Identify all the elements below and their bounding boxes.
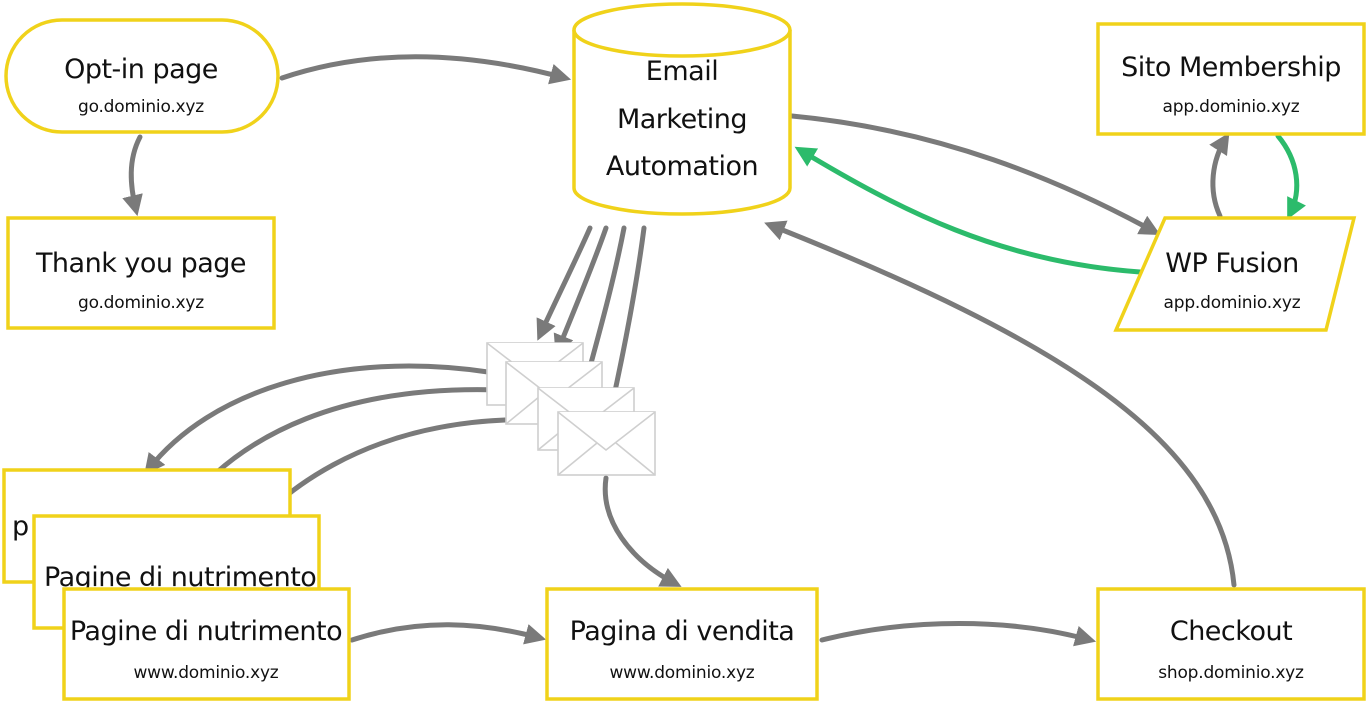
node-thank-you-page: Thank you page go.dominio.xyz — [6, 216, 276, 330]
checkout-subtitle: shop.dominio.xyz — [1158, 663, 1304, 683]
node-nurture-page: Pagine di nutrimento www.dominio.xyz — [62, 587, 351, 701]
arrow-ema-to-envelope-4 — [604, 225, 647, 412]
nurture-subtitle: www.dominio.xyz — [133, 663, 278, 683]
ema-line1: Email — [646, 56, 718, 87]
arrow-wpfusion-to-membership — [1209, 132, 1230, 219]
arrow-checkout-to-ema — [764, 220, 1237, 588]
ema-line2: Marketing — [617, 104, 747, 135]
arrow-sales-to-checkout — [819, 621, 1097, 647]
arrow-ema-to-envelope-1 — [536, 225, 593, 341]
nurture-back1-title: p — [12, 511, 29, 542]
node-checkout: Checkout shop.dominio.xyz — [1096, 587, 1366, 701]
envelope-stack — [486, 342, 656, 476]
arrow-ema-to-envelope-2 — [553, 225, 609, 356]
arrow-wpfusion-to-ema — [794, 146, 1143, 275]
arrow-optin-to-ema — [279, 54, 572, 85]
membership-subtitle: app.dominio.xyz — [1163, 97, 1300, 117]
wpfusion-title: WP Fusion — [1165, 248, 1298, 279]
arrow-optin-to-thankyou — [122, 134, 143, 217]
sales-subtitle: www.dominio.xyz — [609, 663, 754, 683]
thankyou-title: Thank you page — [35, 248, 246, 279]
ema-line3: Automation — [606, 151, 758, 182]
optin-subtitle: go.dominio.xyz — [78, 97, 204, 117]
node-optin-page: Opt-in page go.dominio.xyz — [4, 18, 280, 134]
node-sales-page: Pagina di vendita www.dominio.xyz — [545, 587, 819, 701]
arrow-membership-to-wpfusion — [1275, 133, 1306, 220]
checkout-title: Checkout — [1170, 616, 1292, 647]
sales-title: Pagina di vendita — [570, 616, 795, 647]
node-email-marketing-automation: Email Marketing Automation — [572, 2, 792, 216]
node-wp-fusion: WP Fusion app.dominio.xyz — [1113, 216, 1357, 332]
envelope-icon — [557, 411, 656, 476]
arrow-envelope-to-sales — [602, 475, 682, 587]
arrow-envelope-to-nurture-back1 — [144, 363, 491, 475]
arrow-ema-to-wpfusion — [789, 113, 1161, 236]
optin-title: Opt-in page — [64, 54, 218, 85]
arrow-ema-to-envelope-3 — [580, 225, 627, 385]
wpfusion-subtitle: app.dominio.xyz — [1164, 293, 1301, 313]
node-sito-membership: Sito Membership app.dominio.xyz — [1096, 22, 1366, 136]
thankyou-subtitle: go.dominio.xyz — [78, 293, 204, 313]
nurture-title: Pagine di nutrimento — [70, 616, 342, 647]
membership-title: Sito Membership — [1121, 52, 1341, 83]
arrow-nurture-to-sales — [349, 622, 547, 645]
